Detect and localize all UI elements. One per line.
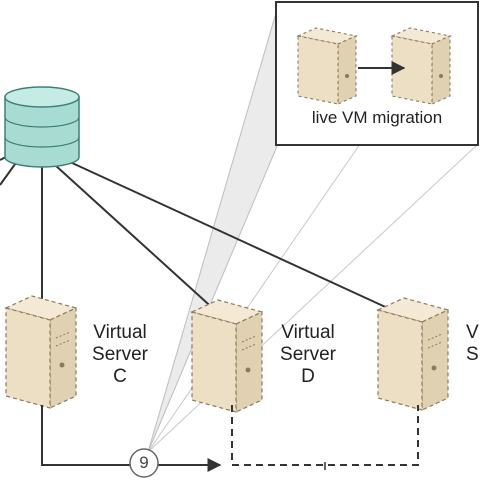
server-c-label: Virtual Server C — [88, 322, 152, 388]
step-marker-circle — [129, 448, 159, 478]
server-d-label-line3: D — [301, 366, 315, 387]
inset-caption: live VM migration — [311, 108, 443, 127]
server-e-label-line1: V — [466, 322, 479, 343]
network-cables — [0, 154, 419, 323]
server-d-icon — [190, 299, 264, 413]
server-c-icon — [4, 295, 78, 409]
server-d-label-line1: Virtual — [281, 322, 335, 343]
step-marker-label: 9 — [139, 453, 149, 472]
database-icon — [4, 86, 80, 168]
server-c-label-line1: Virtual — [93, 322, 147, 343]
server-c-label-line2: Server — [92, 344, 148, 365]
server-d-label: Virtual Server D — [276, 322, 340, 388]
server-e-icon — [376, 297, 450, 411]
server-c-label-line3: C — [113, 366, 127, 387]
migration-path — [41, 405, 419, 472]
server-e-label: V S — [466, 322, 481, 366]
migration-inset — [275, 1, 479, 146]
server-e-label-line2: S — [466, 344, 479, 365]
server-d-label-line2: Server — [280, 344, 336, 365]
